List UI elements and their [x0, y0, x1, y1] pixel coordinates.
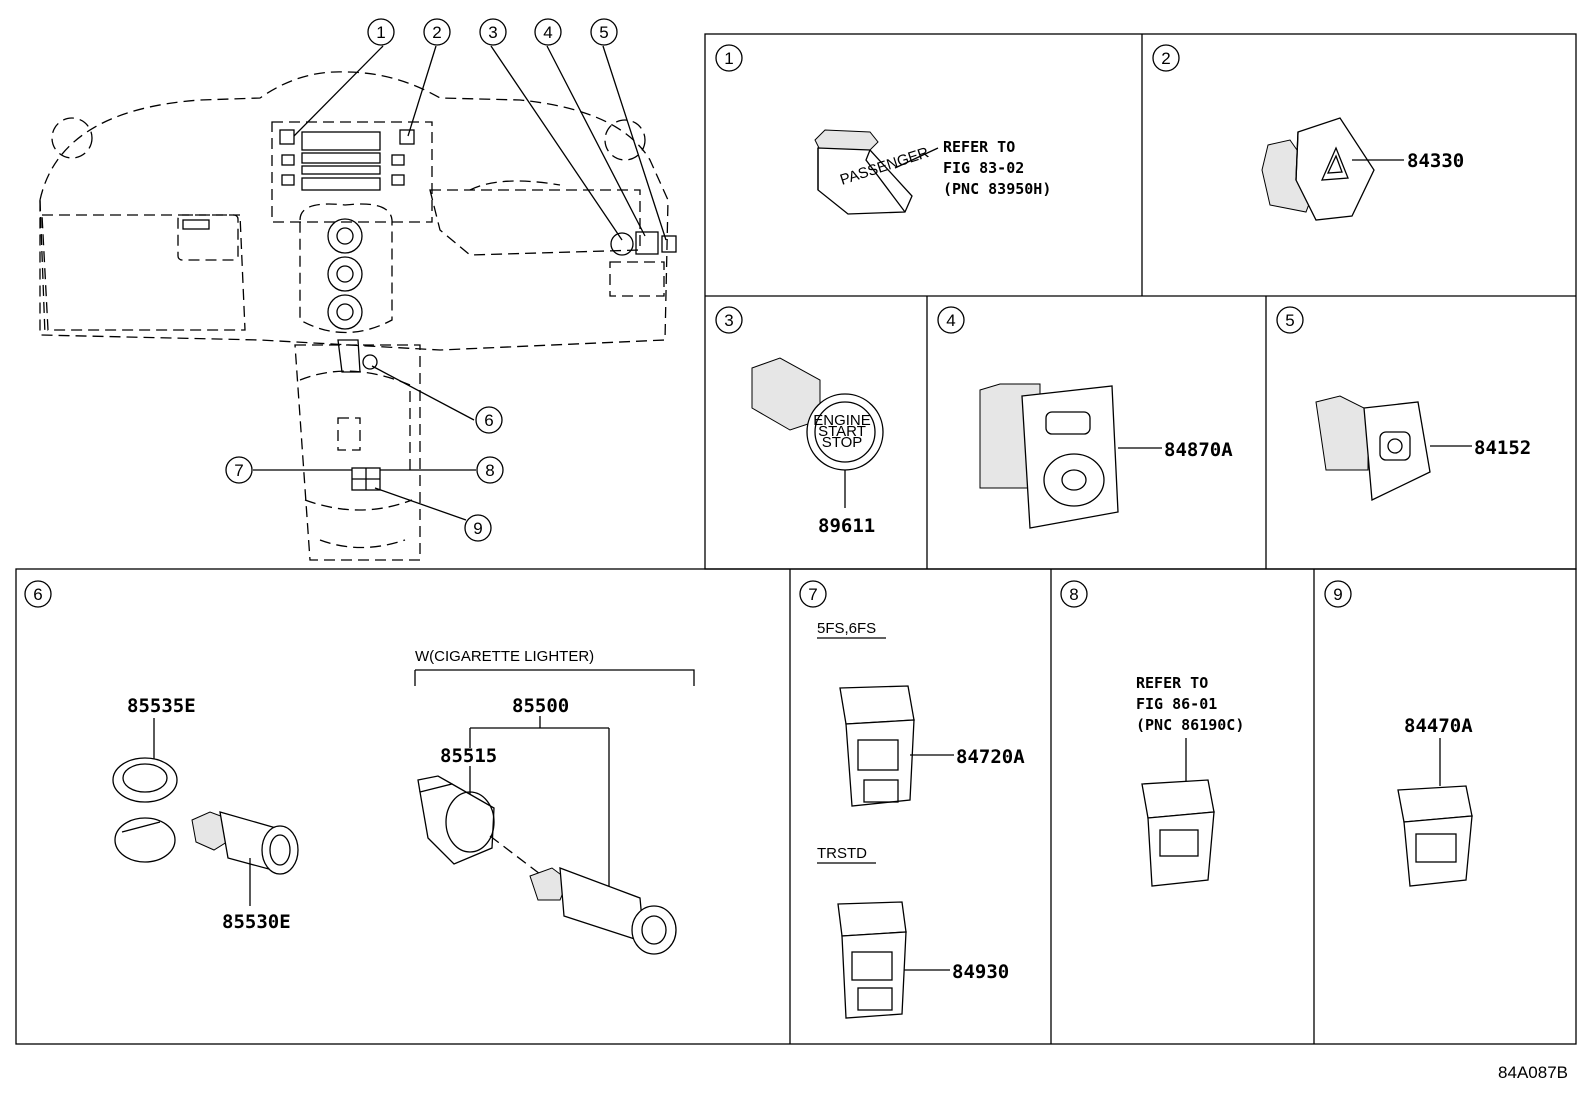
variant-label-trstd: TRSTD: [817, 845, 867, 862]
svg-text:START: START: [818, 423, 866, 440]
panel-8-ref-line-1: REFER TO: [1136, 674, 1208, 692]
overview-callout-1: 1: [367, 18, 395, 46]
svg-text:6: 6: [484, 411, 493, 430]
cigarette-lighter-group-label: W(CIGARETTE LIGHTER): [415, 648, 594, 665]
overview-callout-6: 6: [475, 406, 503, 434]
panel-3-number: 3: [715, 306, 743, 334]
panel-1-ref-line-3: (PNC 83950H): [943, 180, 1051, 198]
svg-text:2: 2: [432, 23, 441, 42]
dashboard-overview: [39, 45, 677, 561]
overview-callout-2: 2: [423, 18, 451, 46]
socket-cap: [112, 757, 178, 863]
svg-text:3: 3: [488, 23, 497, 42]
part-84470A: 84470A: [1404, 715, 1473, 737]
lighter-socket: [417, 775, 495, 865]
svg-text:7: 7: [234, 461, 243, 480]
panel-4: 4 84870A: [937, 306, 1233, 529]
vsc-off-switch: [839, 685, 915, 807]
switch-84470a: [1397, 785, 1473, 887]
svg-text:4: 4: [946, 311, 955, 330]
overview-callout-7: 7: [225, 456, 253, 484]
overview-callout-5: 5: [590, 18, 618, 46]
part-84930: 84930: [952, 961, 1009, 983]
svg-text:8: 8: [1069, 585, 1078, 604]
panel-5-number: 5: [1276, 306, 1304, 334]
overview-callout-9: 9: [464, 514, 492, 542]
svg-text:1: 1: [724, 49, 733, 68]
mirror-switch: [979, 383, 1119, 529]
panel-7-number: 7: [799, 580, 827, 608]
svg-text:ENGINE: ENGINE: [813, 412, 871, 429]
panel-8-number: 8: [1060, 580, 1088, 608]
svg-text:5: 5: [599, 23, 608, 42]
svg-text:8: 8: [485, 461, 494, 480]
panel-6-number: 6: [24, 580, 52, 608]
panel-4-number: 4: [937, 306, 965, 334]
svg-text:2: 2: [1161, 49, 1170, 68]
svg-text:1: 1: [376, 23, 385, 42]
headlight-leveling-switch: [1315, 395, 1431, 501]
svg-text:9: 9: [1333, 585, 1342, 604]
overview-callouts: 1 2 3 4 5 6 7 8 9: [225, 18, 618, 542]
variant-label-5fs-6fs: 5FS,6FS: [817, 620, 876, 637]
panel-2-number: 2: [1152, 44, 1180, 72]
part-84720A: 84720A: [956, 746, 1025, 768]
svg-text:9: 9: [473, 519, 482, 538]
panel-1-ref-line-2: FIG 83-02: [943, 159, 1024, 177]
svg-text:5: 5: [1285, 311, 1294, 330]
passenger-airbag-switch: PASSENGER: [814, 129, 931, 215]
overview-callout-3: 3: [479, 18, 507, 46]
hazard-switch: [1261, 117, 1375, 221]
panel-8: 8 REFER TO FIG 86-01 (PNC 86190C): [1060, 580, 1244, 887]
part-84330: 84330: [1407, 150, 1464, 172]
panel-9-number: 9: [1324, 580, 1352, 608]
overview-callout-8: 8: [476, 456, 504, 484]
part-85535E: 85535E: [127, 695, 196, 717]
panel-8-ref-line-2: FIG 86-01: [1136, 695, 1217, 713]
trac-off-switch: [837, 901, 907, 1019]
lighter-plug: [529, 867, 677, 955]
overview-callout-4: 4: [534, 18, 562, 46]
power-socket: [191, 811, 299, 875]
part-85500: 85500: [512, 695, 569, 717]
panel-9: 9 84470A: [1324, 580, 1473, 887]
panel-7: 7 5FS,6FS 84720A TRSTD 84930: [799, 580, 1025, 1019]
diagram-code: 84A087B: [1498, 1063, 1568, 1082]
part-84152: 84152: [1474, 437, 1531, 459]
panel-1-ref-line-1: REFER TO: [943, 138, 1015, 156]
panel-2: 2 84330: [1152, 44, 1464, 221]
svg-text:7: 7: [808, 585, 817, 604]
svg-text:STOP: STOP: [822, 434, 863, 451]
part-89611: 89611: [818, 515, 875, 537]
part-85530E: 85530E: [222, 911, 291, 933]
panel-8-ref-line-3: (PNC 86190C): [1136, 716, 1244, 734]
part-84870A: 84870A: [1164, 439, 1233, 461]
panel-1-number: 1: [715, 44, 743, 72]
svg-text:3: 3: [724, 311, 733, 330]
panel-1: 1 PASSENGER REFER TO FIG 83-02 (PNC 8395…: [715, 44, 1051, 215]
engine-start-button: ENGINE START STOP: [751, 357, 884, 471]
panel-borders: [15, 33, 1577, 1045]
seat-heater-switch: [1141, 779, 1215, 887]
panel-5: 5 84152: [1276, 306, 1531, 501]
part-85515: 85515: [440, 745, 497, 767]
svg-text:6: 6: [33, 585, 42, 604]
panel-6: 6 85535E 85530E W(CIGARETTE LIGHTER) 855…: [24, 580, 695, 955]
svg-text:4: 4: [543, 23, 552, 42]
panel-3: 3 ENGINE START STOP 89611: [715, 306, 884, 537]
